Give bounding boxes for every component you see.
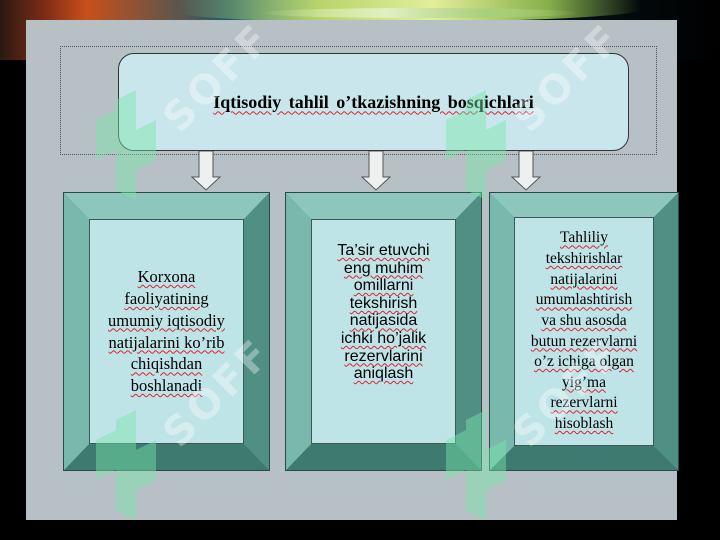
text-line: boshlanadi xyxy=(130,376,203,396)
text-line: aniqlash xyxy=(353,365,414,383)
text-line: ichki ho’jalik xyxy=(340,329,427,347)
text-line: butun rezervlarni xyxy=(530,332,638,350)
panel-face: Ta’sir etuvchi eng muhim omillarni teksh… xyxy=(311,219,456,444)
down-arrow-icon xyxy=(511,151,541,191)
title-box: Iqtisodiy tahlil o’tkazishning bosqichla… xyxy=(118,53,629,151)
text-line: Ta’sir etuvchi xyxy=(337,242,430,259)
text-line: natijalarini xyxy=(550,270,618,288)
stage-2-text: Ta’sir etuvchi eng muhim omillarni teksh… xyxy=(337,242,429,383)
diagram-title: Iqtisodiy tahlil o’tkazishning bosqichla… xyxy=(213,91,534,112)
stage-panel-1: Korxona faoliyatining umumiy iqtisodiy n… xyxy=(63,192,270,471)
stage-1-text: Korxona faoliyatining umumiy iqtisodiy n… xyxy=(108,266,225,397)
panel-bevel xyxy=(286,193,481,470)
stage-panel-2: Ta’sir etuvchi eng muhim omillarni teksh… xyxy=(285,192,482,471)
panel-face: Tahliliy tekshirishlar natijalarini umum… xyxy=(514,217,654,446)
panel-face: Korxona faoliyatining umumiy iqtisodiy n… xyxy=(89,219,244,444)
text-line: Korxona xyxy=(137,267,196,287)
panel-bevel xyxy=(490,193,678,470)
text-line: rezervlarni xyxy=(550,394,618,412)
text-line: natijalarini ko’rib xyxy=(108,332,225,352)
panel-bevel xyxy=(64,193,269,470)
down-arrow-icon xyxy=(361,151,391,191)
text-line: chiqishdan xyxy=(130,354,203,374)
text-line: eng muhim xyxy=(343,259,424,277)
text-line: o’z ichiga olgan xyxy=(534,353,634,371)
text-line: natijasida xyxy=(349,312,418,330)
text-line: umumiy iqtisodiy xyxy=(108,310,225,330)
text-line: hisoblash xyxy=(554,414,614,432)
stage-3-text: Tahliliy tekshirishlar natijalarini umum… xyxy=(531,228,637,434)
decorative-wave xyxy=(260,8,580,18)
down-arrow-icon xyxy=(191,151,221,191)
title-dotted-frame xyxy=(60,46,657,155)
stage-panel-3: Tahliliy tekshirishlar natijalarini umum… xyxy=(489,192,679,471)
text-line: tekshirishlar xyxy=(545,250,623,268)
text-line: va shu asosda xyxy=(541,311,627,329)
text-line: faoliyatining xyxy=(124,288,209,308)
text-line: yig’ma xyxy=(562,373,606,391)
slide-canvas: Iqtisodiy tahlil o’tkazishning bosqichla… xyxy=(26,15,679,520)
text-line: umumlashtirish xyxy=(535,291,633,309)
text-line: tekshirish xyxy=(349,294,418,312)
text-line: omillarni xyxy=(353,277,414,295)
text-line: rezervlarini xyxy=(344,347,423,365)
text-line: Tahliliy xyxy=(560,229,608,247)
